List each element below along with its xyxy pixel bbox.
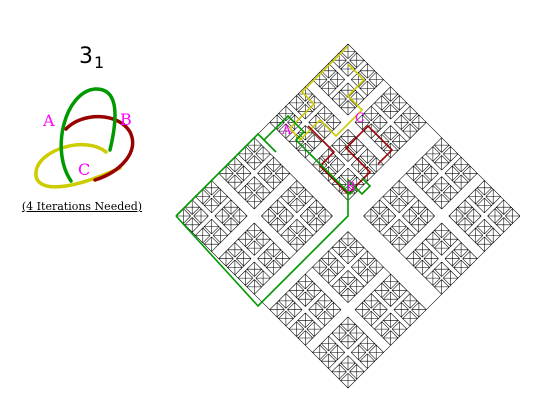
tiling-strand-red bbox=[307, 124, 394, 196]
tiling-label-a: A bbox=[281, 123, 292, 138]
knot-title: 31 bbox=[79, 46, 104, 71]
knot-label-b: B bbox=[120, 110, 132, 129]
knot-subscript: 1 bbox=[94, 53, 105, 72]
iterations-caption: (4 Iterations Needed) bbox=[21, 200, 143, 213]
tiling-label-c: C bbox=[355, 111, 365, 126]
fractal-grid bbox=[175, 43, 521, 389]
knot-label-a: A bbox=[42, 111, 55, 130]
tiling-strand-green-b bbox=[347, 177, 372, 196]
tiling-strand-yellow bbox=[288, 45, 366, 142]
knot-strand-green bbox=[59, 87, 117, 183]
tiling-strand-green bbox=[175, 114, 358, 308]
knot-name: 3 bbox=[79, 44, 93, 69]
fractal-grid-lines bbox=[175, 43, 521, 389]
knot-paths-on-tiling bbox=[175, 45, 394, 308]
tiling-label-b: B bbox=[346, 180, 356, 195]
knot-strand-yellow bbox=[34, 142, 122, 189]
knot-label-c: C bbox=[78, 160, 90, 179]
knot-strand-red bbox=[64, 114, 135, 182]
